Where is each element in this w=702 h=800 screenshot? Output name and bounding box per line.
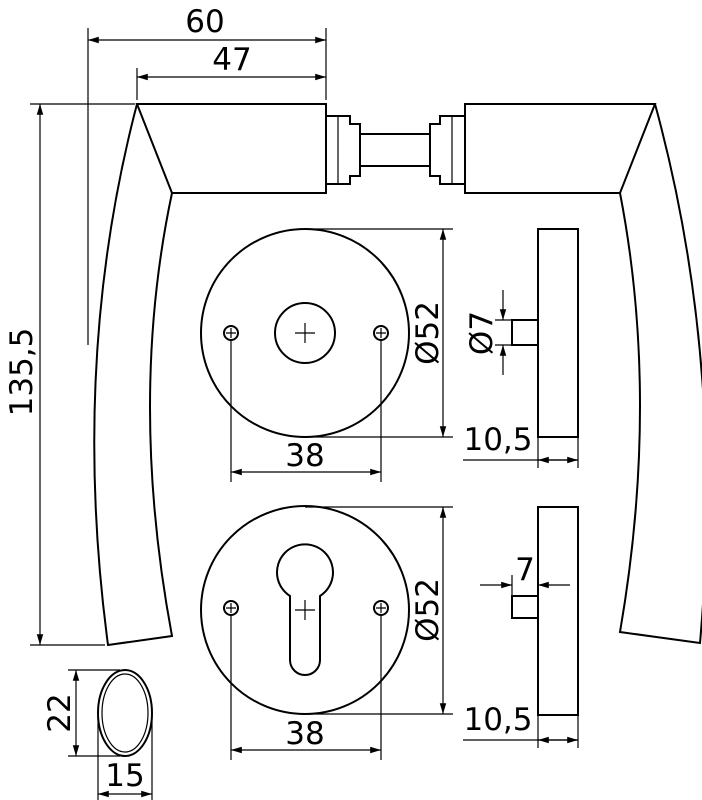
dimension-label: 15 bbox=[105, 758, 144, 794]
dimension-60: 60 bbox=[87, 4, 327, 345]
left-lever bbox=[93, 103, 327, 647]
rosette-side-view-top: Ø7 10,5 bbox=[463, 228, 579, 468]
dimension-label: Ø52 bbox=[410, 578, 446, 642]
dimension-47: 47 bbox=[136, 42, 326, 100]
cylinder-rosette: 38 Ø52 bbox=[200, 505, 453, 760]
key-rosette: 38 Ø52 bbox=[200, 228, 453, 482]
right-lever bbox=[464, 103, 702, 645]
rosette-side-view-bottom: 7 10,5 bbox=[463, 506, 579, 748]
dimension-label: 135,5 bbox=[4, 328, 40, 417]
dimension-135-5: 135,5 bbox=[4, 103, 135, 646]
dimension-label: 60 bbox=[185, 4, 224, 40]
dimension-label: 10,5 bbox=[463, 422, 532, 458]
dimension-label: 38 bbox=[285, 716, 324, 752]
dimension-label: Ø7 bbox=[464, 311, 500, 355]
dimension-label: 38 bbox=[285, 438, 324, 474]
dimension-label: 47 bbox=[212, 42, 251, 78]
dimension-label: 10,5 bbox=[463, 702, 532, 738]
dimension-label: Ø52 bbox=[410, 301, 446, 365]
dimension-label: 7 bbox=[515, 552, 535, 588]
dimension-label: 22 bbox=[42, 693, 78, 732]
spindle bbox=[326, 115, 465, 185]
lever-cross-section: 22 15 bbox=[42, 669, 153, 800]
